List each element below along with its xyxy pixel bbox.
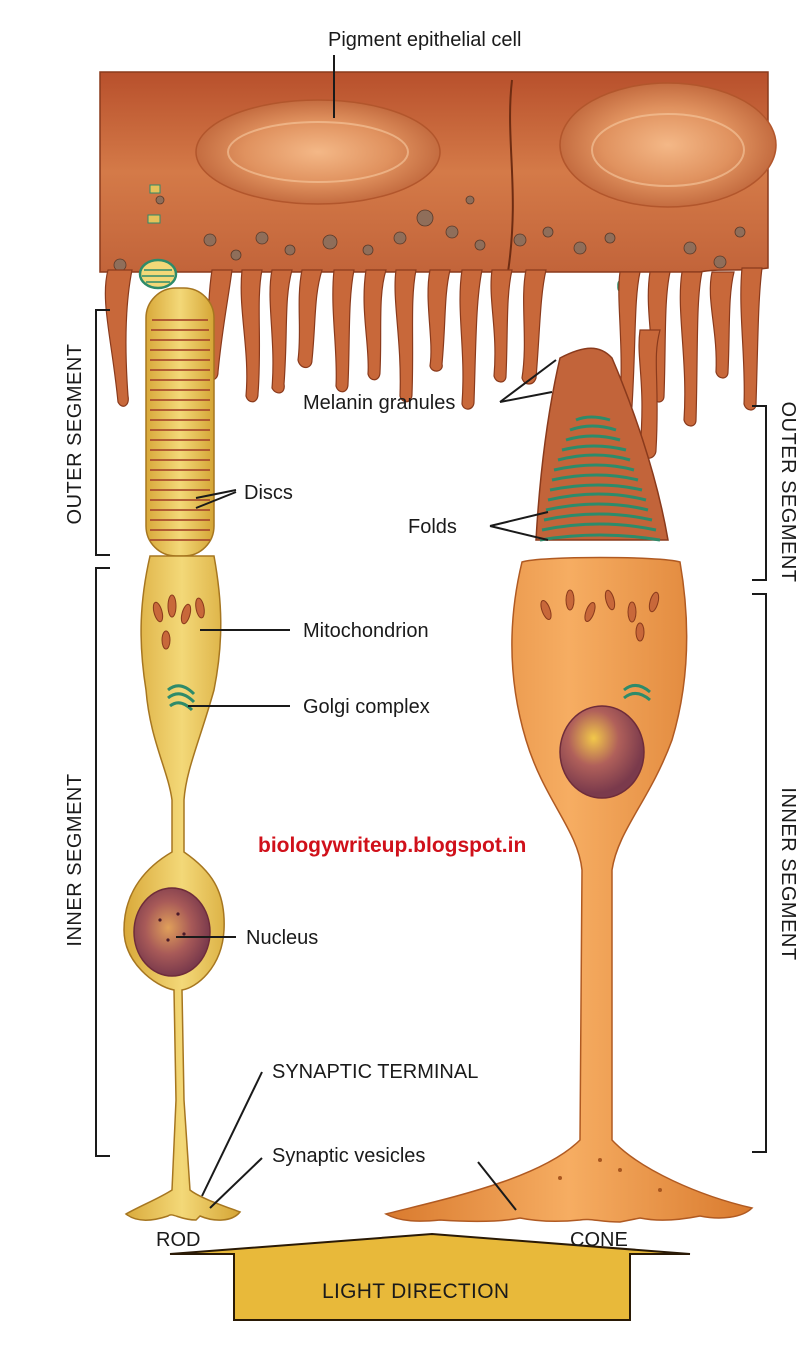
rod-label: ROD	[156, 1229, 201, 1251]
cone-cell	[384, 347, 754, 1223]
rod-cell	[123, 287, 242, 1221]
microvilli	[104, 267, 763, 459]
golgi-complex-label: Golgi complex	[303, 696, 430, 718]
watermark-text: biologywriteup.blogspot.in	[258, 834, 527, 857]
light-direction-arrow	[169, 1232, 691, 1321]
mitochondrion-label: Mitochondrion	[303, 620, 429, 642]
outer-segment-right-label: OUTER SEGMENT	[777, 401, 799, 583]
nucleus-label: Nucleus	[246, 927, 319, 949]
cone-label: CONE	[570, 1229, 628, 1251]
inner-segment-right-label: INNER SEGMENT	[777, 787, 799, 961]
discs-label: Discs	[244, 482, 293, 504]
synaptic-vesicles-label: Synaptic vesicles	[272, 1145, 426, 1167]
light-direction-label: LIGHT DIRECTION	[322, 1280, 510, 1303]
inner-segment-left-label: INNER SEGMENT	[64, 773, 86, 947]
segment-brackets	[95, 309, 767, 1157]
pigment-epithelium	[99, 71, 777, 293]
leader-lines	[176, 55, 557, 1211]
melanin-granules-label: Melanin granules	[303, 392, 456, 414]
folds-label: Folds	[408, 516, 457, 538]
synaptic-terminal-label: SYNAPTIC TERMINAL	[272, 1061, 479, 1083]
outer-segment-left-label: OUTER SEGMENT	[64, 343, 86, 525]
pigment-epithelial-cell-label: Pigment epithelial cell	[328, 29, 522, 51]
